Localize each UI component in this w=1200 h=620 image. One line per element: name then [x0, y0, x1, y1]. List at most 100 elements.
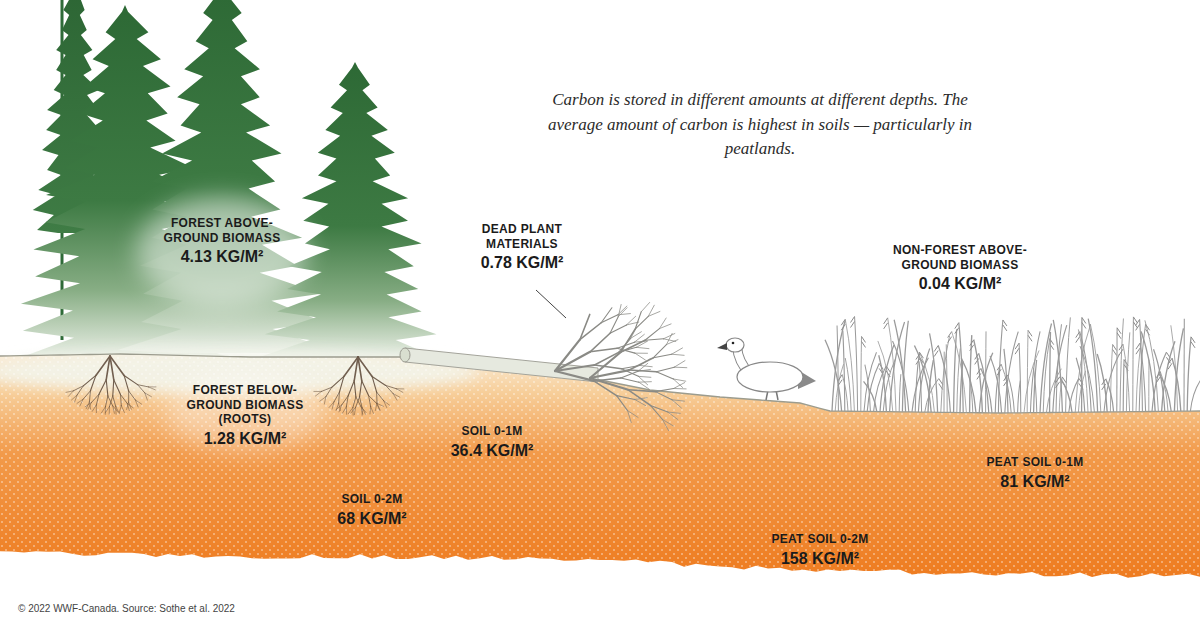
grass-blade: [842, 375, 848, 412]
grass-blade: [1148, 360, 1149, 412]
grass-blade: [1132, 317, 1134, 412]
root-line: [96, 356, 110, 375]
grass-blade: [979, 353, 989, 412]
leader-line: [536, 290, 566, 318]
root-line: [334, 392, 339, 402]
twig-line: [648, 311, 660, 316]
grass-blade: [845, 319, 854, 411]
carbon-pool-name: PEAT SOIL 0-1M: [986, 455, 1083, 470]
grass-blade: [837, 325, 838, 411]
grass-blade: [1145, 320, 1158, 411]
grass-blade: [1034, 360, 1037, 413]
grass-blade: [1097, 354, 1107, 412]
grass-seed: [1004, 375, 1008, 386]
grass-blade: [1027, 330, 1029, 412]
grass-blade: [919, 361, 922, 412]
twig-line: [655, 388, 673, 391]
twig-line: [639, 381, 652, 382]
grass-blade: [930, 333, 938, 412]
grass-blade: [864, 352, 876, 411]
grass-blade: [1080, 346, 1094, 412]
root-line: [89, 391, 90, 402]
goose-figure: [717, 338, 816, 400]
root-line: [108, 396, 113, 406]
twig-line: [635, 353, 646, 360]
grass-seed: [1003, 320, 1007, 331]
grass-blade: [878, 341, 893, 412]
grass-blade: [1049, 332, 1051, 412]
root-line: [77, 399, 83, 403]
twig-line: [618, 308, 627, 317]
twig-line: [590, 348, 617, 352]
grass-seed: [975, 353, 979, 364]
root-line: [73, 386, 83, 391]
twig-line: [555, 365, 595, 371]
root-line: [89, 402, 90, 409]
grass-seed: [884, 318, 888, 329]
carbon-pool-name: SOIL 0-2M: [341, 492, 402, 507]
root-line: [352, 408, 353, 416]
grass-blade: [985, 331, 986, 412]
source-credit: © 2022 WWF-Canada. Source: Sothe et al. …: [18, 603, 235, 615]
twig-line: [672, 354, 685, 355]
twig-line: [674, 388, 687, 389]
twig-line: [656, 367, 674, 372]
root-line: [315, 391, 321, 396]
label-group: FOREST BELOW-GROUND BIOMASS (ROOTS)1.28 …: [180, 383, 310, 448]
grass-blade: [1053, 320, 1062, 412]
grass-blade: [1141, 331, 1155, 411]
root-line: [92, 405, 96, 411]
grass-blade: [1088, 319, 1097, 413]
root-line: [105, 396, 107, 407]
root-line: [124, 375, 129, 391]
grass-blade: [1123, 360, 1125, 412]
root-line: [332, 376, 344, 387]
root-line: [112, 380, 114, 396]
grass-blade: [1140, 343, 1146, 411]
grass-seed: [1082, 317, 1086, 328]
twig-line: [629, 370, 656, 372]
carbon-density-value: 1.28 KG/M²: [204, 429, 287, 448]
root-line: [128, 391, 129, 402]
twig-line: [628, 411, 632, 423]
twig-line: [635, 316, 648, 329]
grass-blade: [888, 318, 896, 412]
carbon-pool-name: DEAD PLANT MATERIALS: [467, 222, 577, 251]
root-line: [83, 375, 96, 385]
root-line: [384, 401, 387, 408]
twig-line: [618, 314, 631, 315]
twig-line: [628, 390, 655, 392]
grass-seed: [1028, 330, 1032, 341]
grass-blade: [1081, 317, 1083, 412]
grass-blade: [1004, 349, 1008, 413]
grass-seed: [1076, 332, 1080, 343]
twig-line: [590, 378, 628, 390]
twig-line: [648, 305, 654, 316]
grass-seed: [862, 336, 866, 347]
twig-line: [628, 390, 650, 406]
root-line: [101, 407, 105, 413]
root-line: [362, 408, 365, 415]
grass-blade: [938, 346, 950, 413]
twig-line: [668, 412, 678, 420]
twig-line: [640, 365, 653, 366]
grass-seed: [977, 368, 981, 379]
root-line: [356, 397, 361, 407]
root-line: [105, 407, 109, 413]
grass-blade: [825, 340, 842, 411]
twig-line: [580, 323, 601, 340]
label-group: SOIL 0-1M36.4 KG/M²: [412, 424, 572, 460]
grass-seed: [1056, 377, 1060, 388]
root-line: [371, 406, 374, 413]
root-line: [119, 406, 121, 413]
root-line: [372, 376, 377, 392]
root-line: [99, 380, 106, 395]
root-line: [369, 406, 371, 414]
grass-seed: [1168, 358, 1172, 369]
twig-line: [672, 348, 683, 354]
grass-blade: [845, 358, 851, 411]
label-glow: [165, 372, 325, 452]
root-line: [138, 385, 145, 393]
twig-line: [641, 302, 649, 311]
grass-seed: [970, 340, 974, 351]
